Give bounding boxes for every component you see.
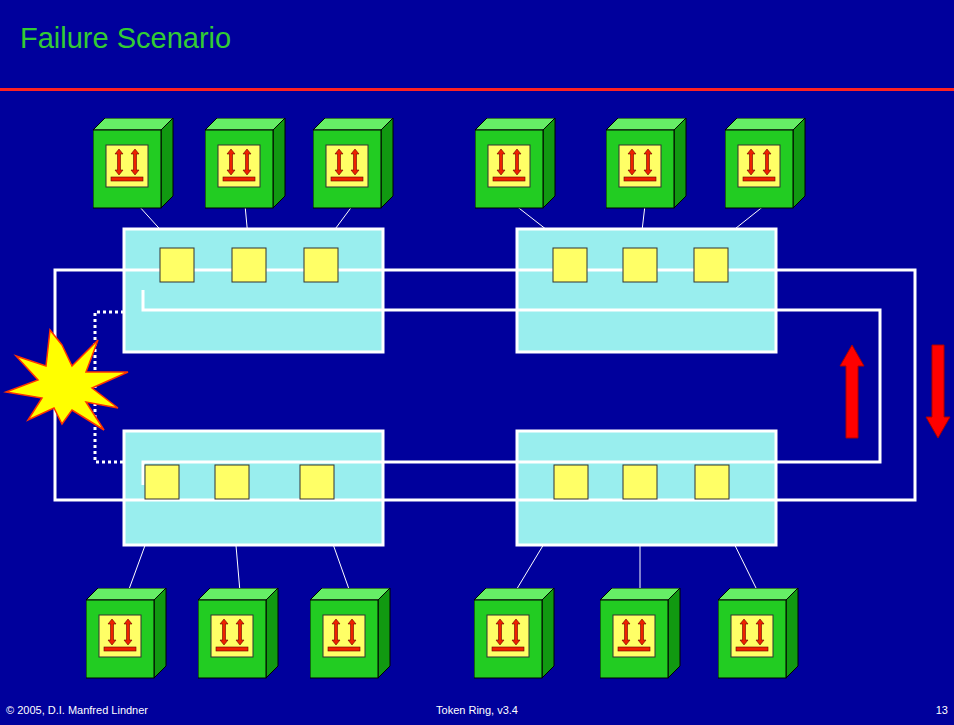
copyright-note: © 2005, D.I. Manfred Lindner xyxy=(6,704,148,716)
title-rule xyxy=(0,88,954,91)
direction-arrows xyxy=(840,345,950,438)
slide-title: Failure Scenario xyxy=(20,22,231,55)
wrap-path xyxy=(95,312,124,462)
stations xyxy=(86,118,805,678)
concentrator-boxes xyxy=(124,229,776,545)
footer-topic: Token Ring, v3.4 xyxy=(436,704,518,716)
failure-explosion xyxy=(6,330,128,430)
ports xyxy=(145,248,729,499)
ring-wiring xyxy=(55,270,915,500)
page-number: 13 xyxy=(936,704,948,716)
